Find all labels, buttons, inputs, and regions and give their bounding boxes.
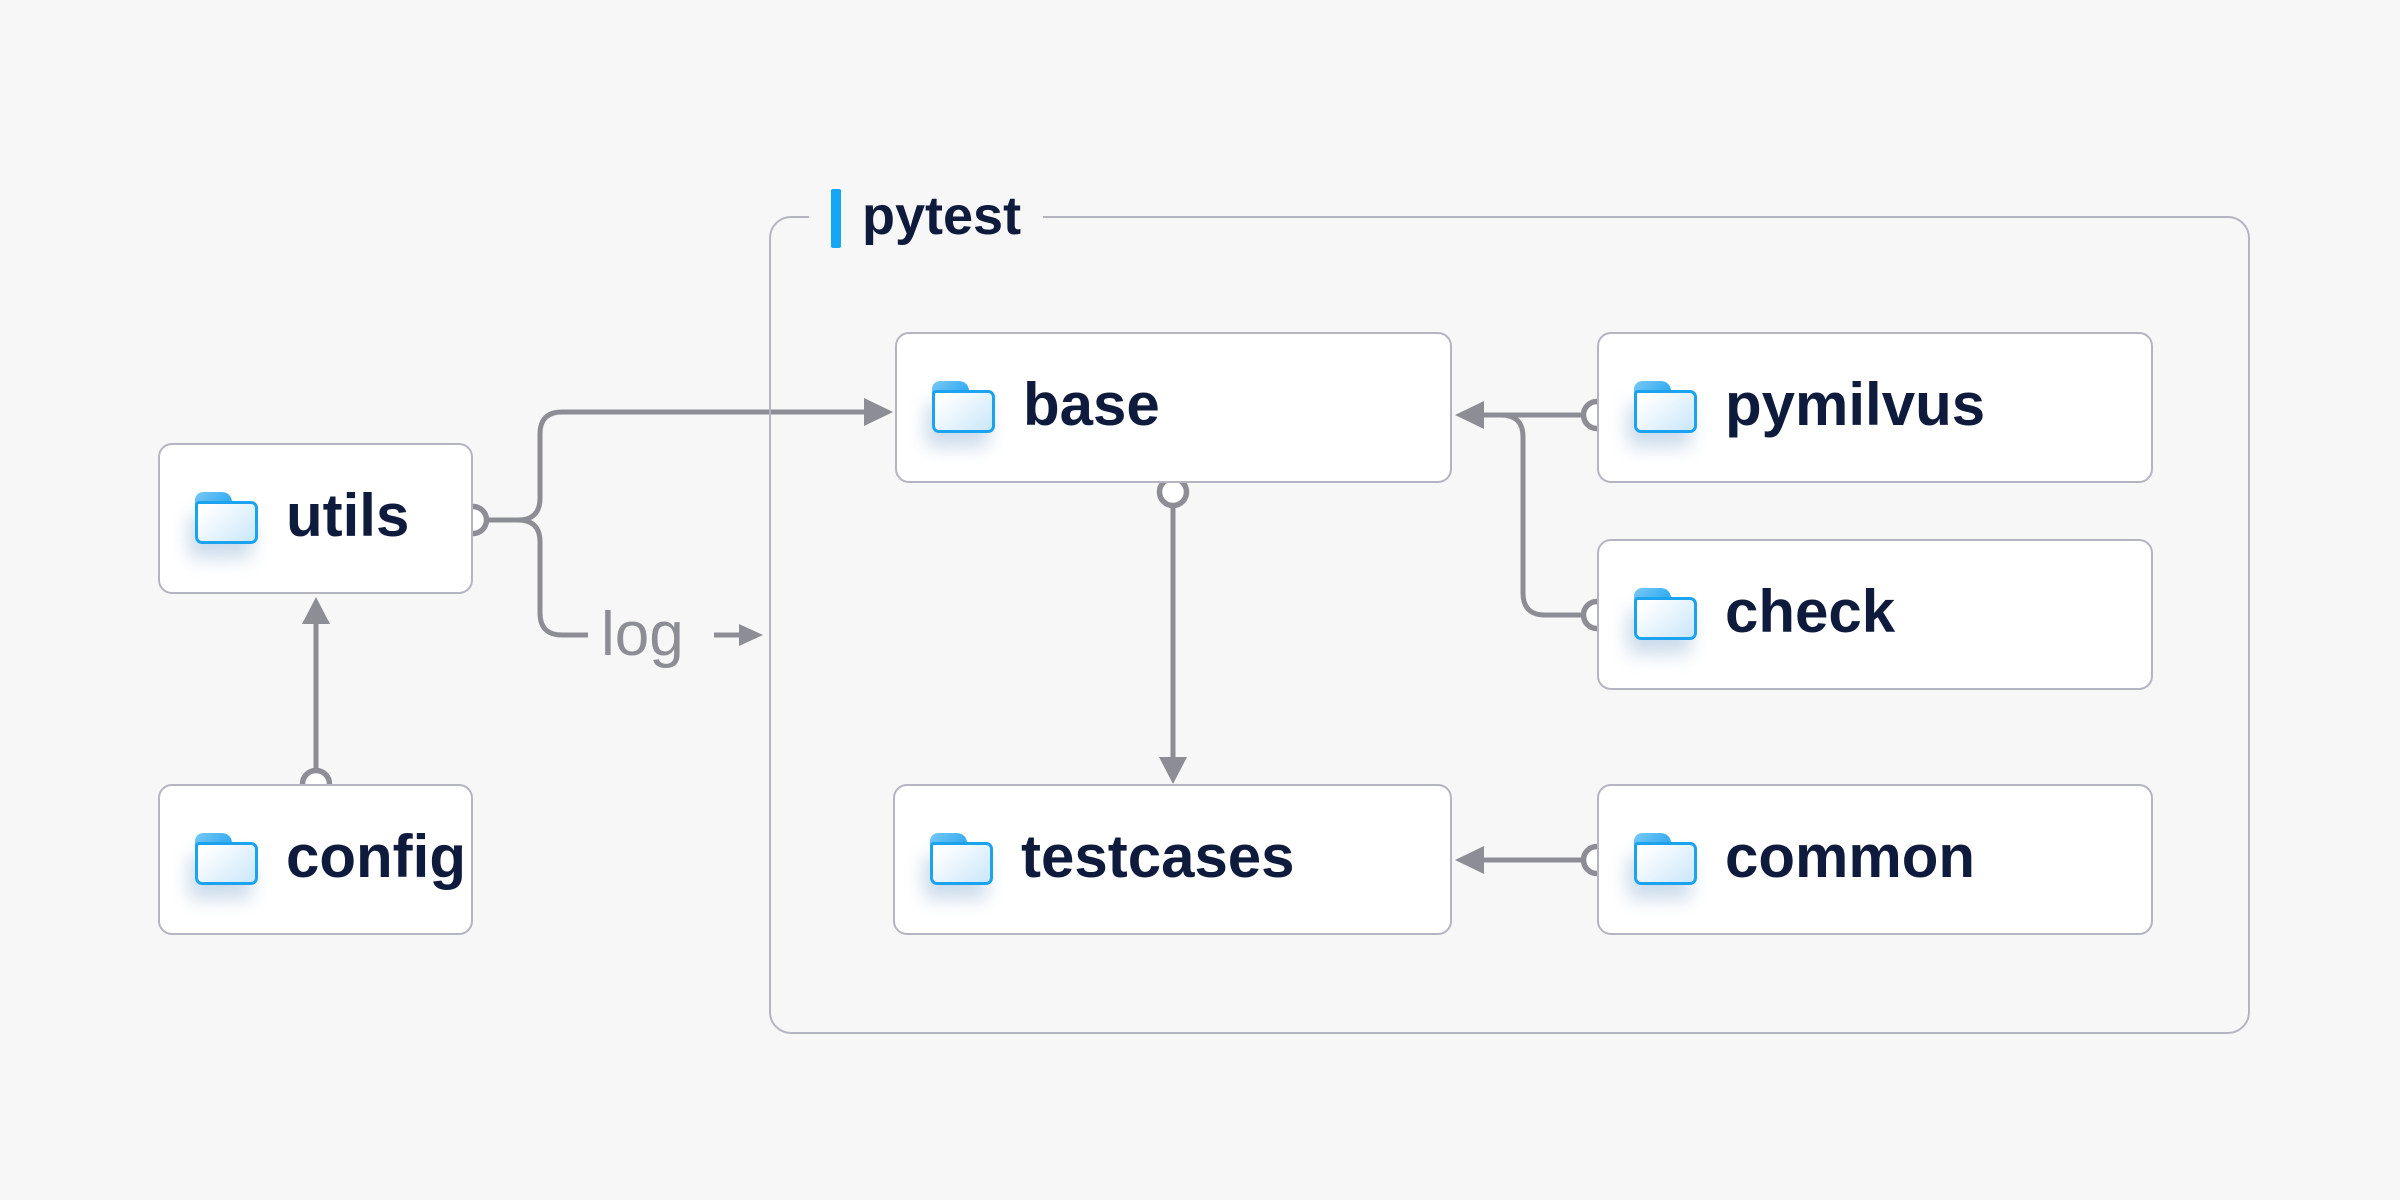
node-testcases: testcases	[893, 784, 1452, 935]
group-pytest-label: pytest	[809, 186, 1044, 249]
node-check: check	[1597, 539, 2153, 690]
folder-icon	[195, 492, 259, 545]
accent-bar-icon	[831, 188, 841, 248]
node-utils-label: utils	[286, 481, 410, 549]
group-pytest-title: pytest	[862, 186, 1022, 246]
node-config-label: config	[286, 822, 466, 890]
folder-icon	[930, 833, 994, 886]
node-pymilvus-label: pymilvus	[1725, 370, 1986, 438]
node-common: common	[1597, 784, 2153, 935]
node-testcases-label: testcases	[1021, 822, 1295, 890]
folder-icon	[1634, 381, 1698, 434]
arrowhead-into-utils-bottom	[302, 597, 330, 624]
node-config: config	[158, 784, 473, 935]
group-pytest: pytest	[769, 187, 2250, 1034]
node-base: base	[895, 332, 1452, 483]
node-check-label: check	[1725, 577, 1896, 645]
node-pymilvus: pymilvus	[1597, 332, 2153, 483]
folder-icon	[932, 381, 996, 434]
folder-icon	[1634, 833, 1698, 886]
folder-icon	[1634, 588, 1698, 641]
arrowhead-log-into-pytest	[739, 624, 763, 646]
node-base-label: base	[1023, 370, 1160, 438]
edge-utils-log	[487, 517, 588, 638]
node-common-label: common	[1725, 822, 1976, 890]
node-utils: utils	[158, 443, 473, 594]
edge-label-log: log	[601, 600, 684, 669]
folder-icon	[195, 833, 259, 886]
